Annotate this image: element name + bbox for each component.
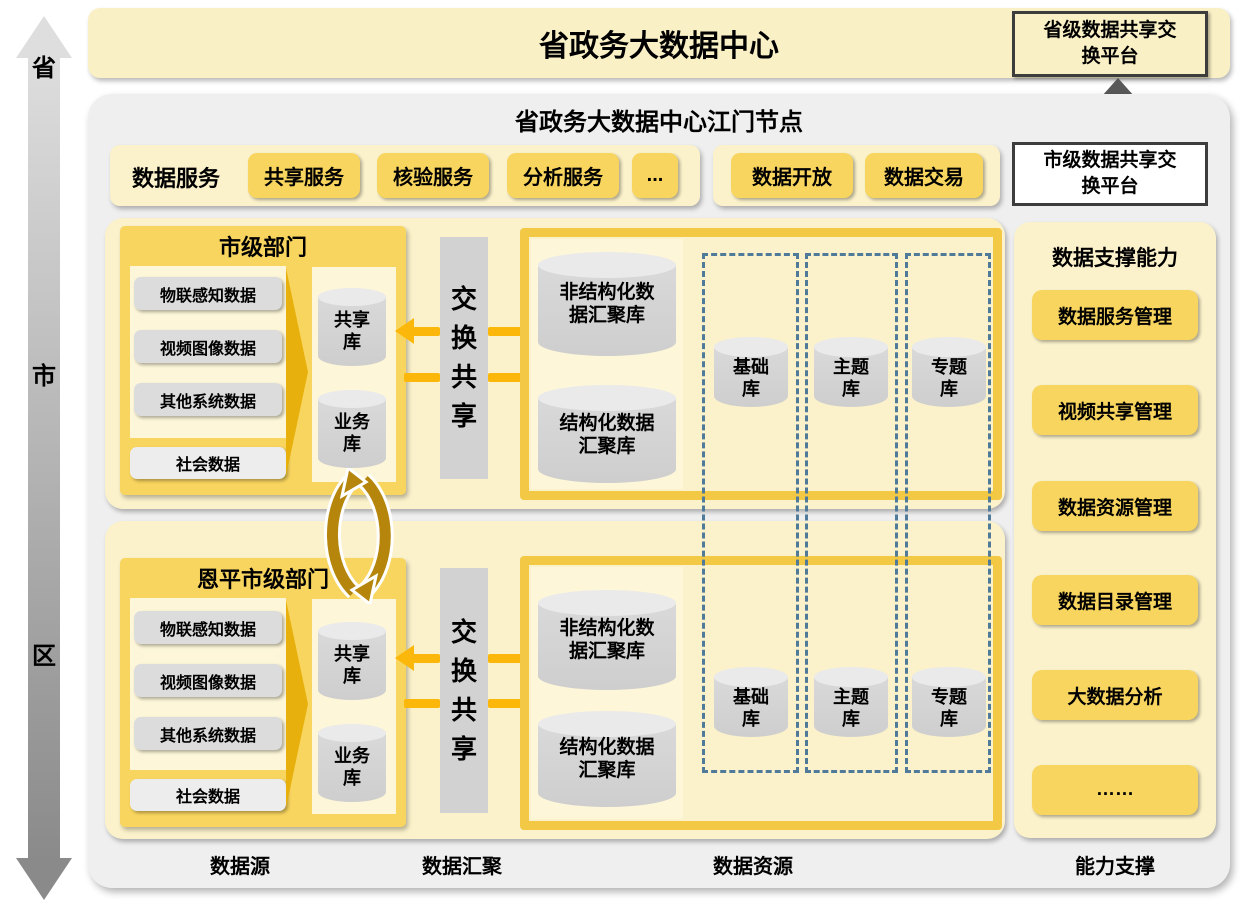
service-button-more: ... bbox=[632, 153, 678, 198]
service-button-sharing: 共享服务 bbox=[248, 153, 360, 198]
enping-dept-panel: 恩平市级部门 物联感知数据 视频图像数据 其他系统数据 社会数据 共享 库 业务… bbox=[120, 558, 406, 827]
source-pill-other: 其他系统数据 bbox=[134, 717, 282, 750]
stage-label-data-aggregation: 数据汇聚 bbox=[422, 856, 502, 878]
data-open-bar: 数据开放 数据交易 bbox=[713, 145, 1000, 206]
city-dept-panel: 市级部门 物联感知数据 视频图像数据 其他系统数据 社会数据 共享 库 业务 库 bbox=[120, 226, 406, 495]
source-pill-other: 其他系统数据 bbox=[134, 383, 282, 416]
service-button-analysis: 分析服务 bbox=[507, 153, 619, 198]
sidebar-title: 数据支撑能力 bbox=[1052, 247, 1178, 270]
share-lib-cylinder: 共享 库 bbox=[318, 288, 386, 366]
stage-label-capability-support: 能力支撑 bbox=[1075, 856, 1155, 878]
theme-lib-cylinder: 主题 库 bbox=[814, 337, 888, 407]
data-services-label: 数据服务 bbox=[132, 166, 221, 191]
business-lib-cylinder: 业务 库 bbox=[318, 724, 386, 802]
exchange-share-bar-top: 交 换 共 享 bbox=[440, 237, 488, 479]
dept-title: 恩平市级部门 bbox=[196, 567, 329, 592]
node-title: 省政务大数据中心江门节点 bbox=[515, 109, 803, 136]
basic-lib-dashed-box bbox=[702, 253, 799, 773]
unstructured-db-cylinder: 非结构化数 据汇聚库 bbox=[538, 252, 676, 356]
social-data-pill: 社会数据 bbox=[130, 779, 286, 811]
source-pill-video: 视频图像数据 bbox=[134, 664, 282, 697]
level-label-province: 省 bbox=[32, 55, 56, 82]
capability-button-data-catalog-mgmt: 数据目录管理 bbox=[1032, 575, 1198, 625]
level-axis-arrow bbox=[16, 16, 72, 900]
source-pill-iot: 物联感知数据 bbox=[134, 277, 282, 310]
capability-button-bigdata-analysis: 大数据分析 bbox=[1032, 670, 1198, 720]
provincial-exchange-platform-box: 省级数据共享交 换平台 bbox=[1012, 11, 1208, 77]
special-lib-dashed-box bbox=[905, 253, 991, 773]
banner-title: 省政务大数据中心 bbox=[539, 30, 779, 63]
unstructured-db-cylinder: 非结构化数 据汇聚库 bbox=[538, 590, 676, 690]
level-label-city: 市 bbox=[32, 363, 56, 390]
source-pill-iot: 物联感知数据 bbox=[134, 611, 282, 644]
special-lib-cylinder: 专题 库 bbox=[912, 667, 986, 737]
level-label-district: 区 bbox=[32, 643, 56, 670]
theme-lib-cylinder: 主题 库 bbox=[814, 667, 888, 737]
flow-triangle-icon bbox=[286, 268, 308, 476]
capability-button-video-share-mgmt: 视频共享管理 bbox=[1032, 385, 1198, 435]
theme-lib-dashed-box bbox=[805, 253, 898, 773]
share-lib-cylinder: 共享 库 bbox=[318, 622, 386, 700]
capability-button-data-service-mgmt: 数据服务管理 bbox=[1032, 290, 1198, 340]
dept-title: 市级部门 bbox=[218, 235, 307, 260]
source-pill-video: 视频图像数据 bbox=[134, 330, 282, 363]
structured-db-cylinder: 结构化数据 汇聚库 bbox=[538, 711, 676, 807]
flow-triangle-icon bbox=[286, 600, 308, 808]
stage-label-data-source: 数据源 bbox=[210, 856, 270, 878]
service-button-open-data: 数据开放 bbox=[731, 153, 853, 198]
sync-icon bbox=[324, 468, 394, 604]
data-services-bar: 数据服务 共享服务 核验服务 分析服务 ... bbox=[110, 145, 700, 206]
business-lib-cylinder: 业务 库 bbox=[318, 390, 386, 468]
stage-label-data-resource: 数据资源 bbox=[713, 856, 793, 878]
special-lib-cylinder: 专题 库 bbox=[912, 337, 986, 407]
capability-button-data-resource-mgmt: 数据资源管理 bbox=[1032, 481, 1198, 531]
capability-sidebar: 数据支撑能力 数据服务管理 视频共享管理 数据资源管理 数据目录管理 大数据分析… bbox=[1014, 222, 1216, 838]
service-button-data-trade: 数据交易 bbox=[865, 153, 983, 198]
social-data-pill: 社会数据 bbox=[130, 447, 286, 479]
structured-db-cylinder: 结构化数据 汇聚库 bbox=[538, 385, 676, 483]
service-button-verification: 核验服务 bbox=[377, 153, 489, 198]
basic-lib-cylinder: 基础 库 bbox=[714, 337, 788, 407]
municipal-exchange-platform-box: 市级数据共享交 换平台 bbox=[1012, 142, 1208, 206]
basic-lib-cylinder: 基础 库 bbox=[714, 667, 788, 737]
capability-button-more: …… bbox=[1032, 765, 1198, 815]
exchange-share-bar-bottom: 交 换 共 享 bbox=[440, 568, 488, 813]
